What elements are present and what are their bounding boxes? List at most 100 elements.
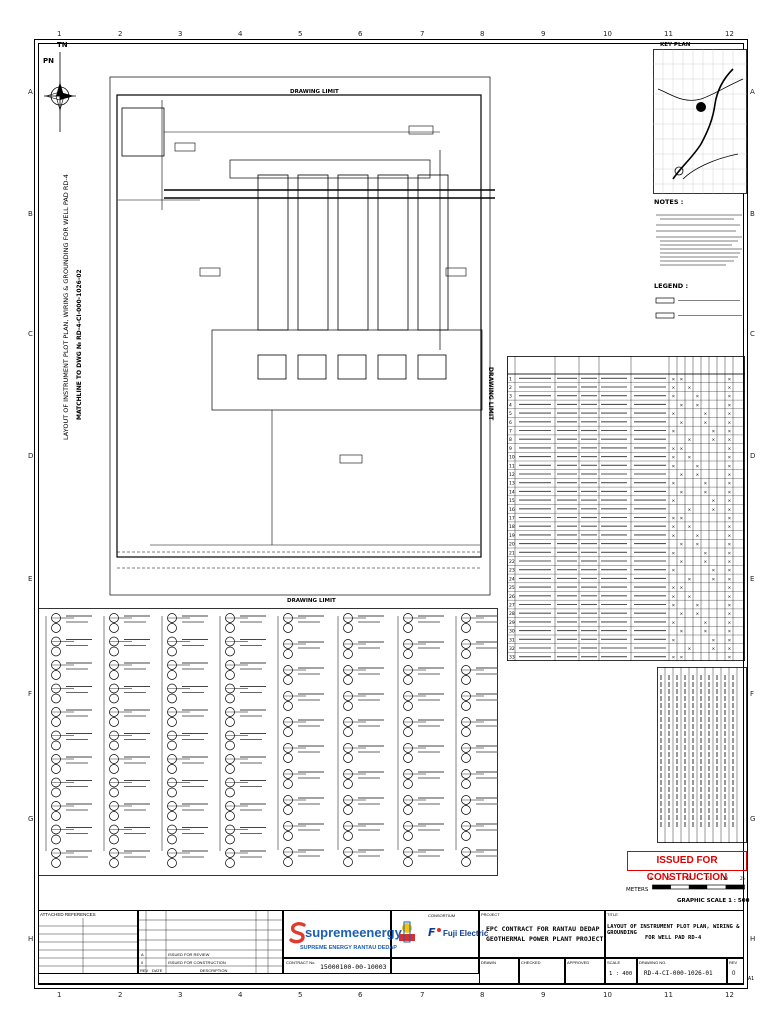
rev-value: 0	[732, 971, 736, 977]
grid-col-label: 1	[57, 991, 62, 999]
grid-col-label: 6	[358, 991, 363, 999]
key-plan-title: KEY PLAN	[660, 42, 691, 48]
grid-row-label: F	[28, 690, 33, 698]
schedule-mark: ×	[672, 446, 676, 452]
instrument-bubble	[167, 646, 177, 657]
schedule-mark: ×	[728, 516, 732, 522]
attached-references-label: ATTACHED REFERENCES	[40, 912, 96, 917]
instrument-bubble	[461, 727, 471, 737]
schedule-row-number: 6	[509, 420, 512, 426]
schedule-row-number: 5	[509, 411, 512, 417]
schedule-mark: ×	[728, 629, 732, 635]
instrument-bubble	[343, 649, 353, 659]
schedule-mark: ×	[688, 524, 692, 530]
scale-tick-15: 15	[705, 876, 710, 881]
grid-col-label: 4	[238, 30, 243, 38]
instrument-bubble	[461, 701, 471, 711]
drawing-limit-top: DRAWING LIMIT	[290, 89, 339, 95]
schedule-row-number: 15	[509, 498, 515, 504]
schedule-mark: ×	[680, 489, 684, 495]
schedule-mark: ×	[728, 585, 732, 591]
instrument-bubble	[51, 811, 61, 821]
grid-col-label: 5	[298, 991, 303, 999]
instrument-bubble	[167, 811, 177, 821]
rev-0-description: ISSUED FOR CONSTRUCTION	[168, 960, 226, 965]
schedule-mark: ×	[672, 603, 676, 609]
schedule-mark: ×	[672, 498, 676, 504]
contract-no: 15000100-00-10003	[320, 963, 387, 971]
rev-header: REV	[140, 968, 149, 973]
schedule-mark: ×	[704, 481, 708, 487]
schedule-row-number: 20	[509, 542, 515, 548]
schedule-mark: ×	[680, 542, 684, 548]
approved-label: APPROVED	[567, 960, 590, 965]
scale-tick-10: 10	[686, 876, 691, 881]
fuji-electric-logo-icon: F	[428, 926, 441, 938]
instrument-bubble	[225, 834, 235, 845]
owner-name: SUPREME ENERGY RANTAU DEDAP	[300, 945, 397, 951]
notes-title: NOTES :	[654, 198, 684, 206]
schedule-row-number: 16	[509, 507, 515, 513]
schedule-mark: ×	[712, 507, 716, 513]
instrument-bubble	[225, 740, 235, 751]
schedule-mark: ×	[728, 655, 732, 661]
instrument-bubble	[51, 834, 61, 845]
instrument-bubble	[225, 764, 235, 774]
legend-title: LEGEND :	[654, 282, 689, 290]
instrument-bubble	[403, 649, 413, 659]
grid-col-label: 8	[480, 30, 485, 38]
scale-meters-label: METERS	[626, 887, 649, 893]
grid-col-label: 10	[603, 991, 612, 999]
instrument-bubble	[461, 831, 471, 841]
instrument-bubble	[283, 831, 293, 841]
scale-label: SCALE	[607, 960, 621, 965]
schedule-mark: ×	[680, 655, 684, 661]
legend-entries	[655, 297, 742, 319]
instrument-bubble	[109, 693, 119, 704]
instrument-bubble	[343, 831, 353, 841]
instrument-bubble	[225, 623, 235, 633]
schedule-mark: ×	[688, 455, 692, 461]
instrument-bubble	[283, 779, 293, 789]
instrument-bubble	[109, 764, 119, 774]
schedule-row-number: 29	[509, 620, 515, 626]
sheet-size: A1	[748, 976, 755, 982]
checked-label: CHECKED	[521, 960, 541, 965]
schedule-mark: ×	[704, 420, 708, 426]
schedule-mark: ×	[672, 524, 676, 530]
instrument-bubble	[109, 811, 119, 821]
schedule-row-number: 32	[509, 646, 515, 652]
grid-col-label: 9	[541, 991, 546, 999]
schedule-mark: ×	[728, 611, 732, 617]
instrument-bubble	[461, 857, 471, 867]
instrument-bubble	[109, 623, 119, 633]
grid-row-label: H	[28, 935, 34, 943]
schedule-mark: ×	[728, 402, 732, 408]
grid-col-label: 2	[118, 991, 123, 999]
schedule-mark: ×	[672, 411, 676, 417]
grid-row-label: A	[28, 88, 33, 96]
north-pn-label: PN	[43, 57, 54, 65]
grid-col-label: 8	[480, 991, 485, 999]
drawing-limit-box	[109, 76, 491, 596]
contract-label: CONTRACT No.	[286, 960, 316, 965]
schedule-mark: ×	[728, 533, 732, 539]
instrument-bubble	[225, 811, 235, 821]
schedule-row-number: 27	[509, 603, 515, 609]
grid-col-label: 7	[420, 30, 425, 38]
schedule-frame	[507, 356, 745, 662]
instrument-bubble	[51, 717, 61, 727]
title-label: TITLE	[607, 912, 618, 917]
scale-tick-25: 25	[740, 876, 745, 881]
instrument-bubble	[343, 857, 353, 867]
instrument-bubble	[109, 834, 119, 845]
schedule-mark: ×	[696, 402, 700, 408]
instrument-bubble	[51, 670, 61, 680]
grid-col-label: 11	[664, 30, 673, 38]
grid-col-label: 12	[725, 30, 734, 38]
inner-border	[38, 43, 744, 985]
instrument-bubble	[167, 787, 177, 798]
instrument-bubble	[403, 675, 413, 685]
schedule-mark: ×	[728, 489, 732, 495]
